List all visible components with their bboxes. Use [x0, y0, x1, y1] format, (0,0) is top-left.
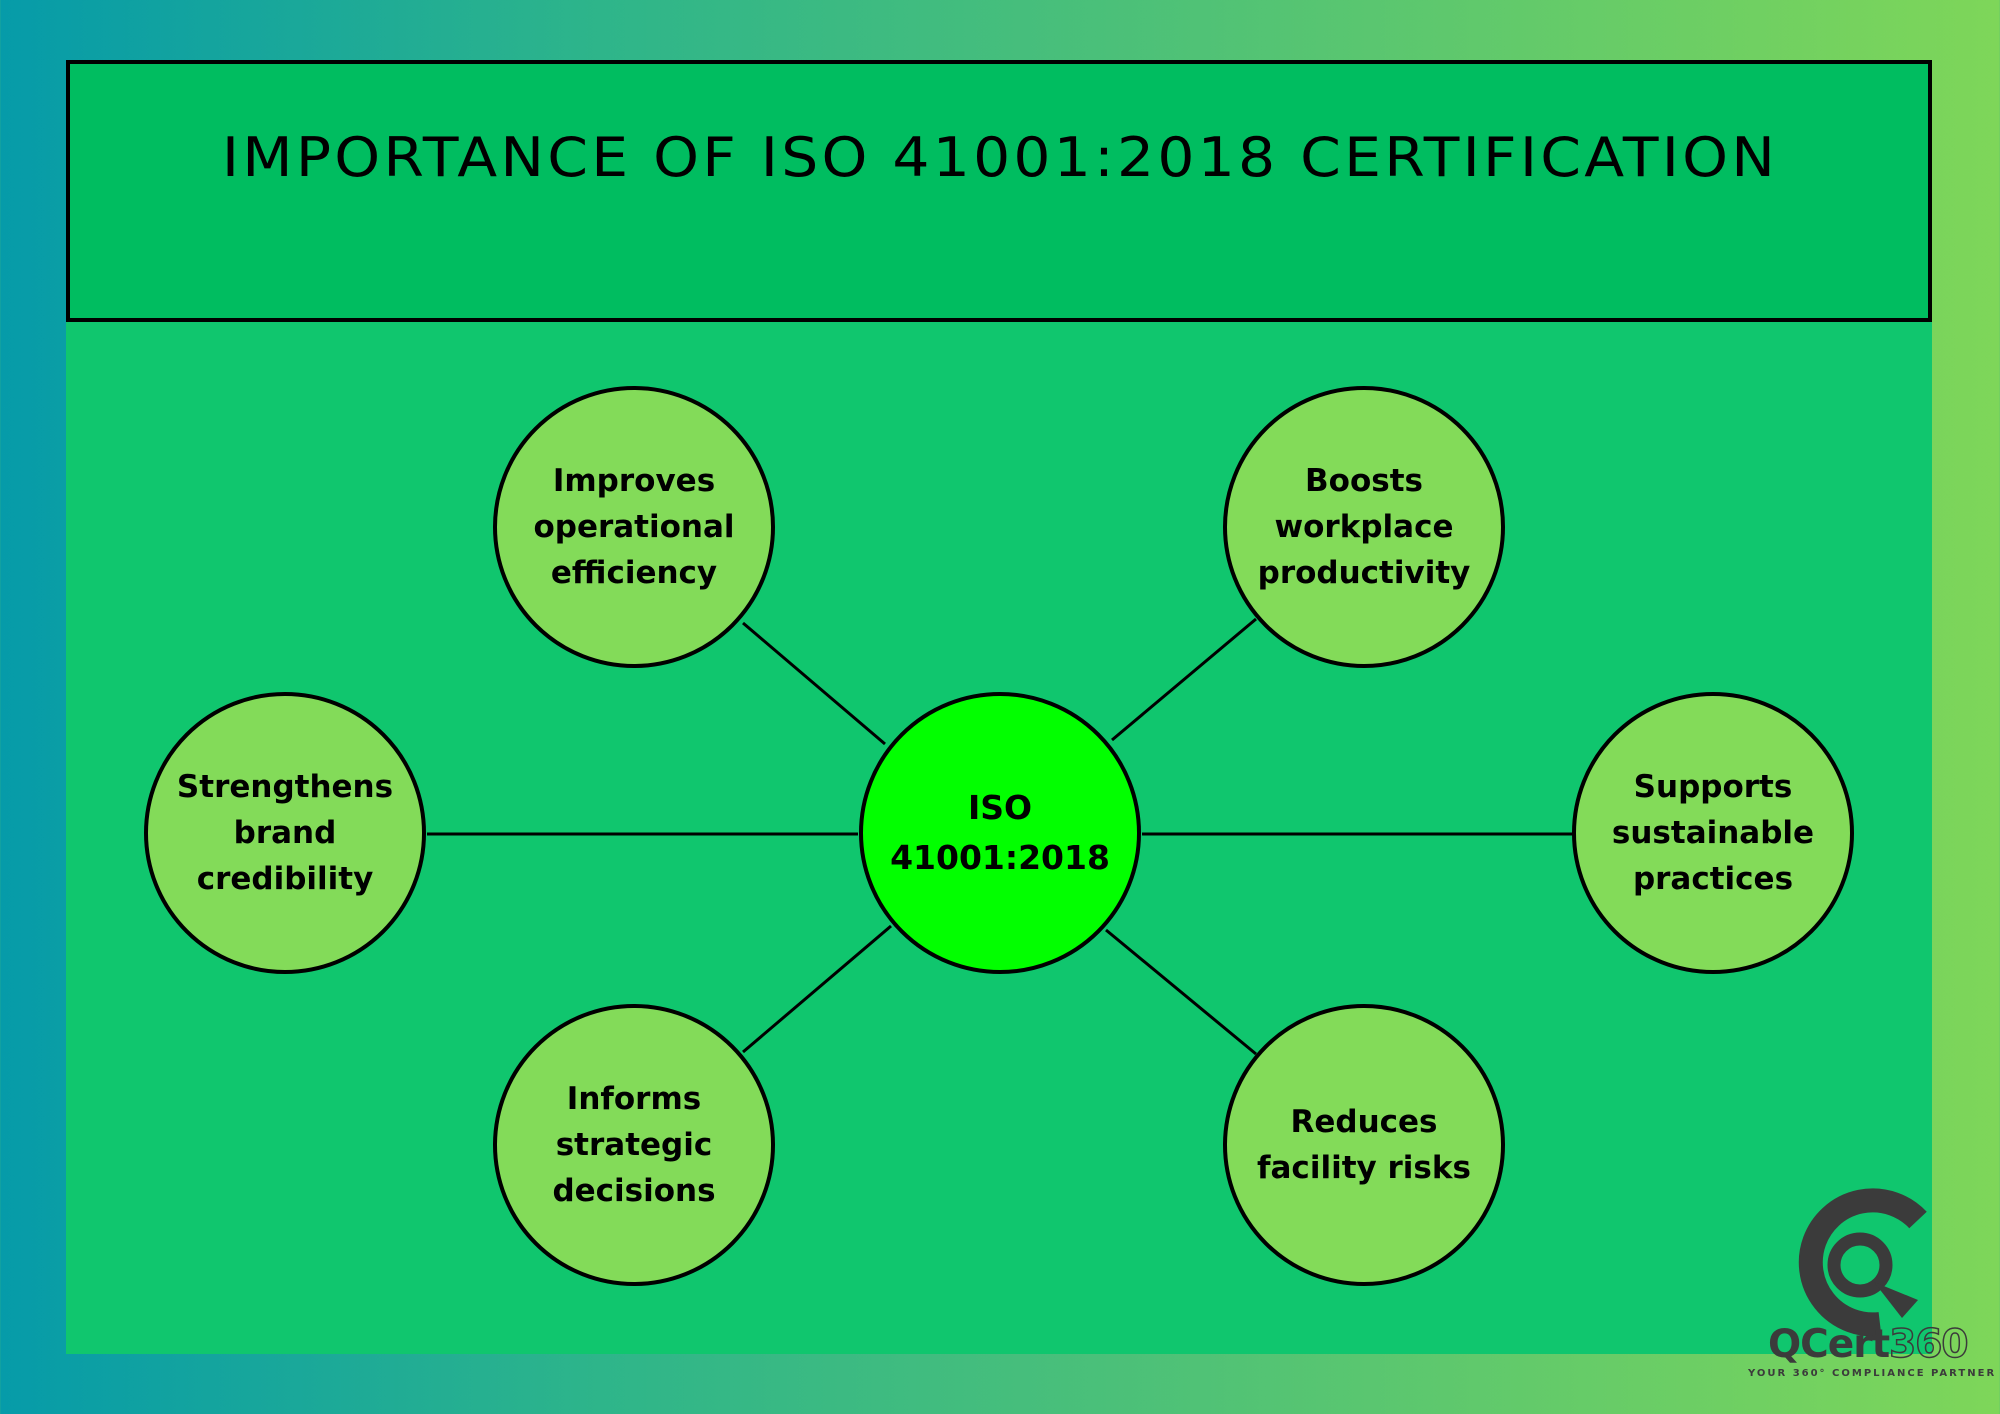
- node-strengthens: Strengthens brand credibility: [144, 692, 426, 974]
- center-node: ISO 41001:2018: [859, 692, 1141, 974]
- connector-reduces: [1105, 928, 1257, 1056]
- node-label: Reduces facility risks: [1257, 1104, 1471, 1186]
- qcert-logo-icon: [1798, 1188, 1927, 1337]
- logo-wordmark: QCert360: [1768, 1321, 1969, 1368]
- connector-informs: [742, 924, 892, 1054]
- node-label: Informs strategic decisions: [552, 1081, 716, 1209]
- node-label: Boosts workplace productivity: [1257, 463, 1471, 591]
- node-supports: Supports sustainable practices: [1572, 692, 1854, 974]
- logo-brand-prefix: QCert: [1768, 1322, 1890, 1367]
- logo-brand-number: 360: [1888, 1321, 1969, 1368]
- node-label: Strengthens brand credibility: [176, 769, 394, 897]
- node-reduces: Reduces facility risks: [1223, 1004, 1505, 1286]
- node-boosts: Boosts workplace productivity: [1223, 386, 1505, 668]
- connector-boosts: [1111, 617, 1257, 742]
- center-node-label: ISO 41001:2018: [890, 788, 1110, 877]
- node-label: Improves operational efficiency: [533, 463, 735, 591]
- connector-improves: [742, 621, 886, 746]
- node-informs: Informs strategic decisions: [493, 1004, 775, 1286]
- node-improves: Improves operational efficiency: [493, 386, 775, 668]
- title-banner: [66, 60, 1932, 322]
- node-label: Supports sustainable practices: [1611, 769, 1815, 897]
- logo-tagline: YOUR 360° COMPLIANCE PARTNER: [1748, 1368, 1997, 1379]
- page-title: IMPORTANCE OF ISO 41001:2018 CERTIFICATI…: [221, 126, 1779, 189]
